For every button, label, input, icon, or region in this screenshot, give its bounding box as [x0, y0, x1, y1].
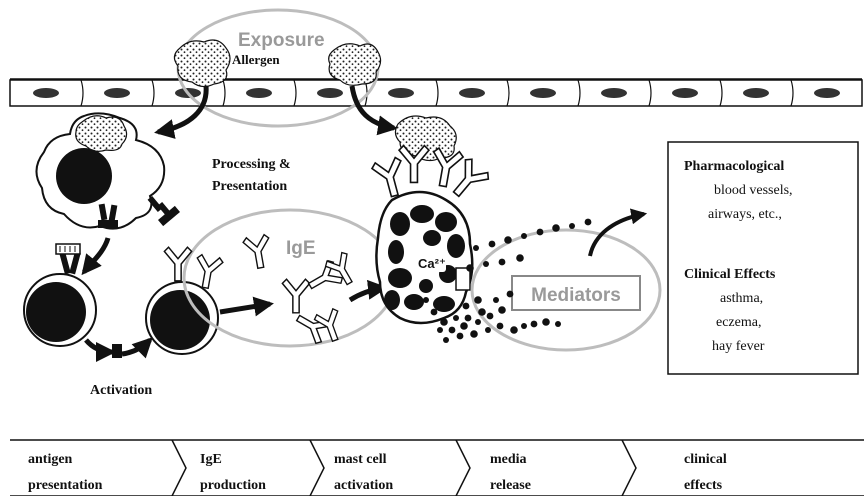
allergen-particle	[174, 40, 230, 87]
epithelial-nucleus	[317, 88, 343, 98]
epithelial-nucleus	[104, 88, 130, 98]
mediator-granule	[466, 264, 474, 272]
epithelial-nucleus	[672, 88, 698, 98]
clinical-effect-item: asthma,	[720, 291, 763, 306]
step-3-line-1: mast cell	[334, 452, 387, 467]
mediator-granule	[531, 321, 538, 328]
mediator-granule	[473, 245, 479, 251]
mediator-granule	[497, 323, 504, 330]
epithelial-nucleus	[459, 88, 485, 98]
clinical-effect-item: hay fever	[712, 339, 765, 354]
mediator-granule	[475, 319, 481, 325]
exposure-label: Exposure	[238, 30, 325, 51]
ige-label: IgE	[286, 238, 316, 259]
step-5-line-1: clinical	[684, 452, 727, 467]
mediator-granule	[498, 306, 506, 314]
mediator-granule	[423, 297, 429, 303]
activation-label: Activation	[90, 383, 152, 398]
arrow-t-cell-activation	[86, 340, 112, 352]
mediators-label: Mediators	[531, 285, 621, 306]
epithelial-nucleus	[814, 88, 840, 98]
step-2-line-1: IgE	[200, 452, 222, 467]
step-1-line-2: presentation	[28, 478, 103, 493]
mediator-granule	[460, 322, 468, 330]
mediator-granule	[585, 219, 592, 226]
mediator-granule	[504, 236, 512, 244]
clinical-effects-heading: Clinical Effects	[684, 267, 776, 282]
mediator-granule	[463, 303, 470, 310]
step-2-line-2: production	[200, 478, 266, 493]
mediator-granule	[443, 337, 449, 343]
pharmacological-heading: Pharmacological	[684, 159, 784, 174]
pharmacological-item: blood vessels,	[714, 183, 793, 198]
arrow-apc-to-t-cell	[84, 238, 108, 272]
ige-antibody	[371, 156, 409, 199]
step-bar	[10, 440, 864, 496]
mediator-granule	[521, 323, 527, 329]
activation-receptor	[112, 344, 122, 358]
mediator-granule	[440, 318, 448, 326]
mediator-granule	[483, 261, 489, 267]
mediator-granule	[465, 315, 472, 322]
epithelial-nucleus	[530, 88, 556, 98]
mediator-granule	[552, 224, 560, 232]
mediator-granule	[510, 326, 518, 334]
t-cell	[24, 244, 96, 346]
mediator-granule	[493, 297, 499, 303]
epithelial-nucleus	[33, 88, 59, 98]
ige-antibody	[282, 279, 309, 313]
allergen-particle	[329, 44, 381, 86]
mediator-granule	[449, 327, 456, 334]
processing-label: Processing &	[212, 157, 291, 172]
mediator-granule	[537, 229, 544, 236]
mediator-granule	[457, 333, 464, 340]
mediator-granule	[507, 291, 514, 298]
mediator-granule	[474, 296, 482, 304]
allergen-label: Allergen	[232, 52, 280, 67]
mediator-granule	[485, 327, 491, 333]
mediator-granule	[542, 318, 550, 326]
arrow-ige-to-mast-cell	[350, 288, 384, 300]
mediator-granule	[516, 254, 524, 262]
step-1-line-1: antigen	[28, 452, 73, 467]
mediator-granule	[453, 315, 459, 321]
clinical-effect-item: eczema,	[716, 315, 761, 330]
epithelium	[10, 79, 862, 106]
step-5-line-2: effects	[684, 478, 723, 493]
epithelial-nucleus	[388, 88, 414, 98]
mediator-granule	[478, 308, 486, 316]
epithelial-nucleus	[246, 88, 272, 98]
arrow-b-cell-activation	[122, 340, 150, 354]
epithelial-nucleus	[601, 88, 627, 98]
step-4-line-1: media	[490, 452, 527, 467]
calcium-label: Ca²⁺	[418, 256, 446, 271]
mediator-granule	[555, 321, 561, 327]
ige-ellipse	[184, 210, 396, 346]
ige-antibody	[242, 234, 273, 270]
step-3-line-2: activation	[334, 478, 393, 493]
mediator-granule	[569, 223, 575, 229]
mediator-granule	[437, 327, 443, 333]
mediator-granule	[487, 313, 494, 320]
mediator-granule	[521, 233, 527, 239]
arrow-b-cell-to-ige	[220, 304, 270, 312]
ige-antibody	[304, 259, 345, 298]
epithelial-nucleus	[743, 88, 769, 98]
mediator-granule	[431, 309, 438, 316]
step-4-line-2: release	[490, 478, 531, 493]
pharmacological-item: airways, etc.,	[708, 207, 782, 222]
mediator-granule	[499, 259, 506, 266]
mediator-granule	[489, 241, 496, 248]
mediator-granule	[470, 330, 478, 338]
b-cell	[146, 282, 218, 354]
presentation-label: Presentation	[212, 179, 287, 194]
